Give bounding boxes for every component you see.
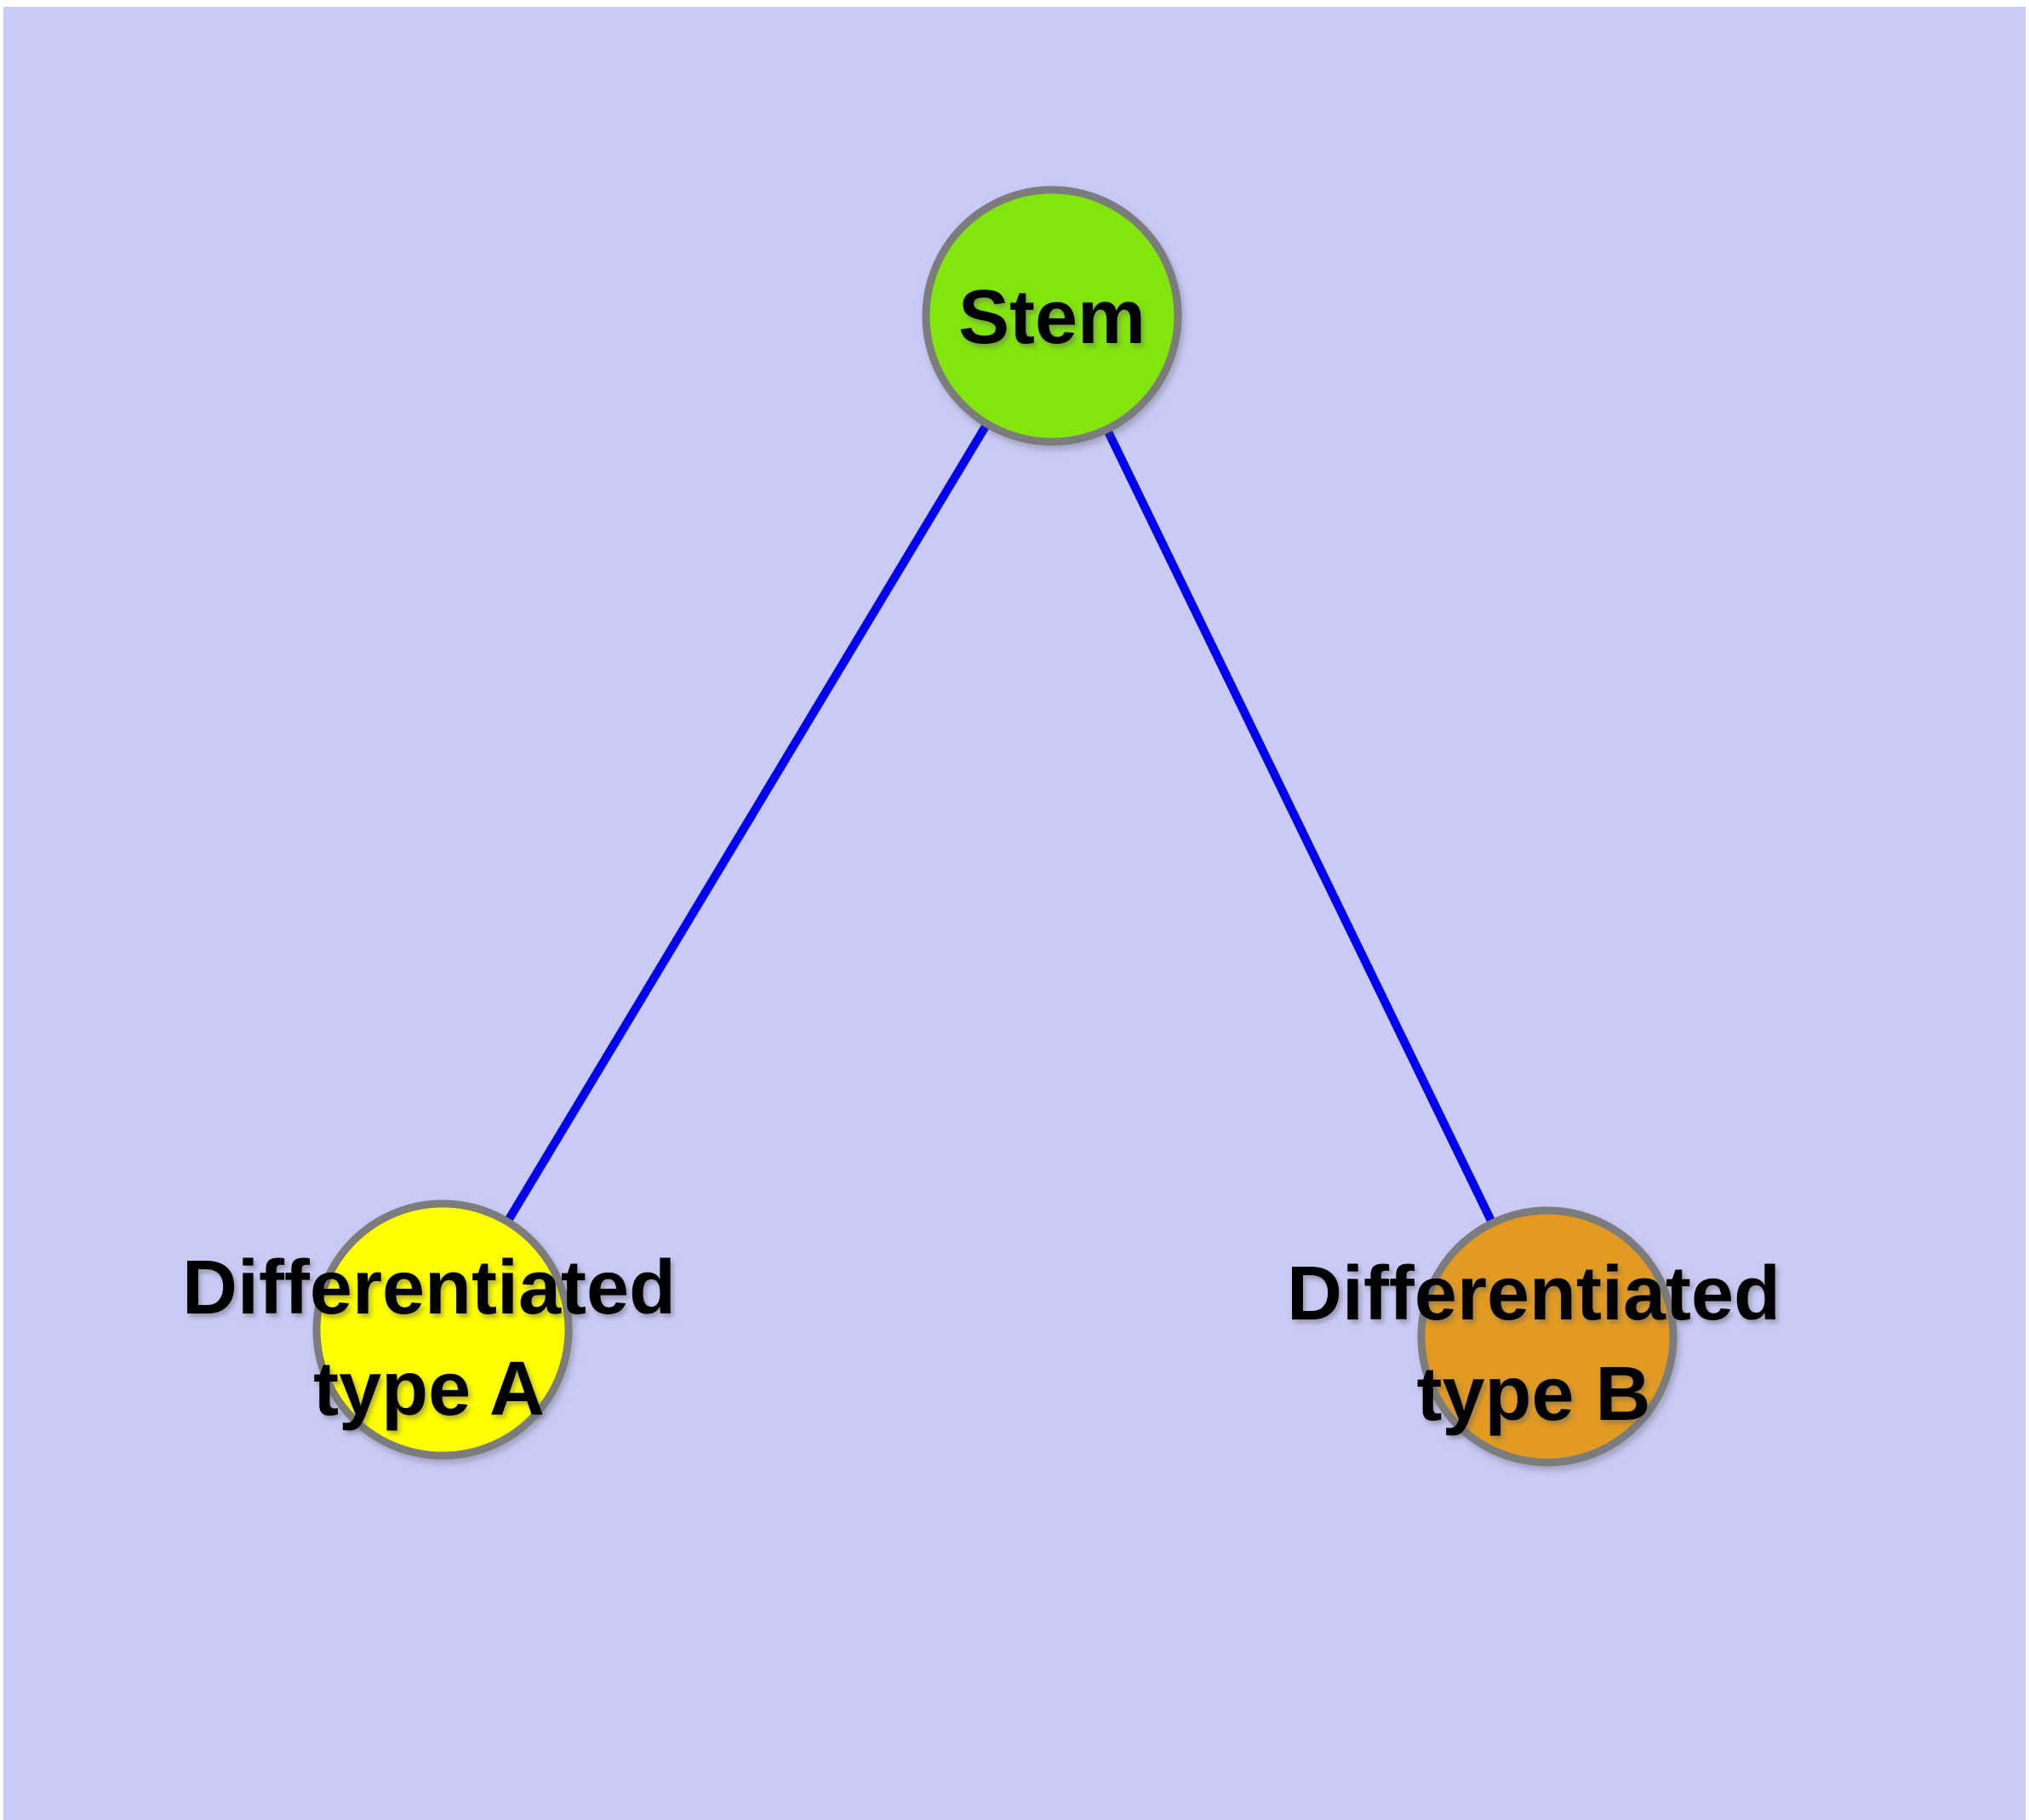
edge-stem-to-differentiated-type-b bbox=[1048, 313, 1552, 1339]
node-differentiated-type-a bbox=[312, 1199, 573, 1460]
node-label-stem: Stem bbox=[958, 275, 1146, 360]
node-differentiated-type-b bbox=[1417, 1206, 1677, 1467]
edge-stem-to-differentiated-type-a bbox=[438, 313, 1056, 1332]
node-stem bbox=[922, 186, 1182, 446]
